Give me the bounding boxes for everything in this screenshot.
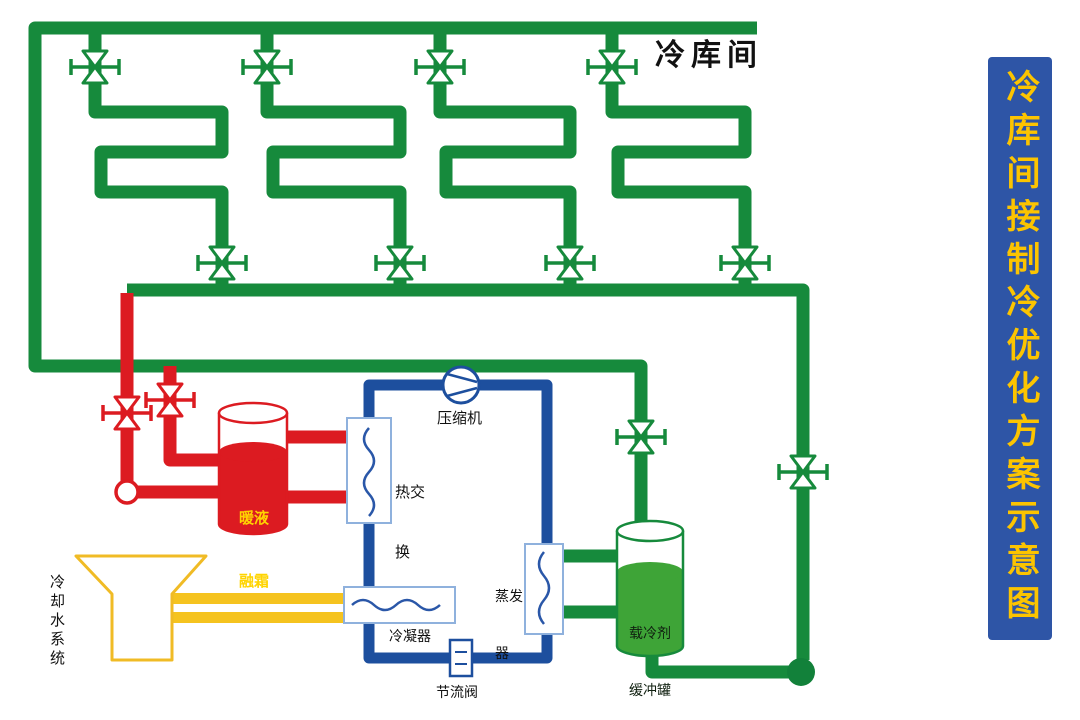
valve-icon [374,245,426,281]
buffer-tank-label-line2: 缓冲罐 [629,682,671,698]
evaporator-label-line1: 蒸发 [495,588,523,604]
compressor-label: 压缩机 [437,410,483,427]
heat-exchanger-icon [346,417,392,524]
cold-room-coil-2 [260,24,407,292]
cold-room-coil-3 [433,24,577,292]
buffer-tank [615,519,685,658]
cooling-water-circuit [74,554,348,662]
evaporator-icon [524,543,564,635]
buffer-tank-label: 载冷剂 缓冲罐 [616,586,684,720]
throttle-valve-icon [448,638,474,678]
compressor-icon [441,365,481,405]
title-banner: 冷库间接制冷优化方案示意图 [988,57,1052,640]
valve-icon [586,49,638,85]
valve-icon [69,49,121,85]
collector-header-pipe [127,283,810,660]
refrigerant-loop-pipe [363,379,553,664]
throttle-valve-label: 节流阀 [436,684,478,700]
cold-room-label: 冷库间 [655,39,763,72]
cooling-water-system-label: 冷却水系统 [48,574,65,669]
valve-icon [719,245,771,281]
valve-icon [414,49,466,85]
evaporator-label-line2: 器 [495,645,509,661]
cooling-water-pipe-top [168,593,348,604]
valve-icon [615,419,667,455]
defrost-tank-label-line2: 融霜 [238,573,269,590]
defrost-tank-label-line1: 暖液 [238,510,269,527]
heat-exchanger-label-line2: 换 [395,544,411,561]
valve-icon [144,382,196,418]
defrost-tank [217,401,289,536]
condenser-icon [343,586,456,624]
evaporator-label: 蒸发 器 [495,549,523,701]
defrost-circuit [120,293,352,504]
cooling-tower-funnel-icon [74,554,208,662]
valve-icon [241,49,293,85]
defrost-pump-icon [114,479,140,505]
cold-room-coil-1 [88,24,229,292]
condenser-label: 冷凝器 [389,628,431,644]
cold-room-coil-4 [605,24,752,292]
title-banner-text: 冷库间接制冷优化方案示意图 [1001,69,1039,628]
coolant-pump-icon [787,658,815,686]
buffer-tank-label-line1: 载冷剂 [629,625,671,641]
refrigerant-circuit [363,379,553,664]
heat-exchanger-label-line1: 热交 [395,484,426,501]
heat-exchanger-label: 热交 换 [395,443,425,603]
valve-icon [777,454,829,490]
defrost-tank-label: 暖液 融霜 [225,466,283,634]
valve-icon [196,245,248,281]
valve-icon [544,245,596,281]
cooling-water-pipe-bottom [168,612,348,623]
valve-icon [101,395,153,431]
